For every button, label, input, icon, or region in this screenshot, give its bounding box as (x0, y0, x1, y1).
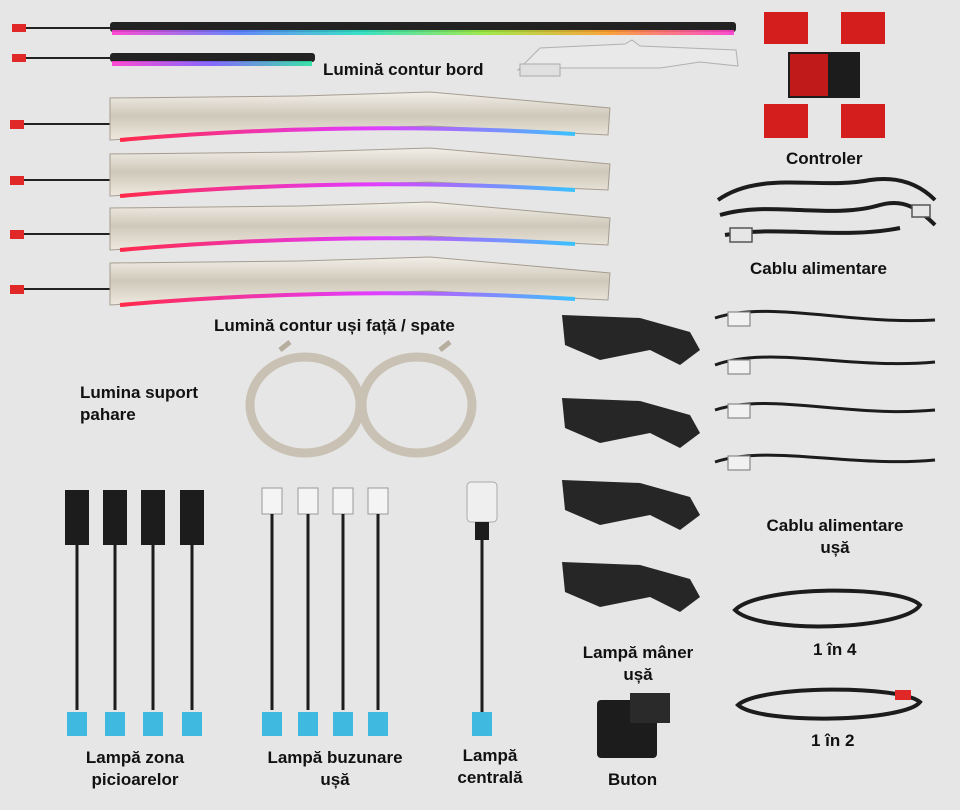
label-cup-holder-line-2: pahare (80, 405, 136, 424)
door-handle-lamps (562, 315, 700, 612)
label-central-lamp-line-2: centrală (457, 768, 523, 787)
label-door-power-cable-line-1: Cablu alimentare (766, 516, 904, 535)
door-light-bar-3 (10, 201, 611, 252)
label-cup-holder-line-1: Lumina suport (80, 383, 199, 402)
door-light-bar-2 (10, 147, 611, 198)
label-door-power-cable-line-2: ușă (820, 538, 850, 557)
label-handle-lamp-line-2: ușă (623, 665, 653, 684)
label-pocket-lamp-line-2: ușă (320, 770, 350, 789)
label-dash-strip: Lumină contur bord (323, 60, 484, 79)
label-central-lamp: Lampă centrală (440, 745, 540, 789)
label-pocket-lamp: Lampă buzunare ușă (250, 747, 420, 791)
label-one-in-four: 1 în 4 (813, 640, 857, 659)
dash-bracket (516, 39, 739, 77)
label-cup-holder: Lumina suport pahare (80, 382, 198, 426)
footwell-lamps (65, 490, 204, 736)
label-foot-lamp-line-1: Lampă zona (85, 748, 185, 767)
dash-light-strip-long (12, 22, 736, 35)
label-foot-lamp: Lampă zona picioarelor (60, 747, 210, 791)
splitter-1-to-2 (735, 687, 923, 721)
label-door-strip: Lumină contur uși față / spate (214, 316, 455, 335)
door-light-bar-4 (10, 256, 611, 307)
switch-button (597, 693, 670, 758)
label-power-cable: Cablu alimentare (750, 259, 887, 278)
controller-modules (764, 12, 885, 138)
label-one-in-two: 1 în 2 (811, 731, 855, 750)
label-door-power-cable: Cablu alimentare ușă (755, 515, 915, 559)
label-foot-lamp-line-2: picioarelor (91, 770, 179, 789)
central-lamp (466, 481, 498, 736)
dash-light-strip-short (12, 53, 315, 66)
label-handle-lamp-line-1: Lampă mâner (582, 643, 694, 662)
cup-holder-ring (245, 340, 477, 458)
door-power-cables (714, 309, 936, 471)
door-light-bar-1 (10, 91, 611, 142)
label-pocket-lamp-line-1: Lampă buzunare (267, 748, 403, 767)
label-central-lamp-line-1: Lampă (462, 746, 518, 765)
splitter-1-to-4 (732, 588, 923, 629)
label-controller: Controler (786, 149, 863, 168)
door-pocket-lamps (261, 487, 389, 736)
label-handle-lamp: Lampă mâner ușă (568, 642, 708, 686)
power-cable-harness (716, 177, 937, 243)
label-button: Buton (608, 770, 658, 789)
